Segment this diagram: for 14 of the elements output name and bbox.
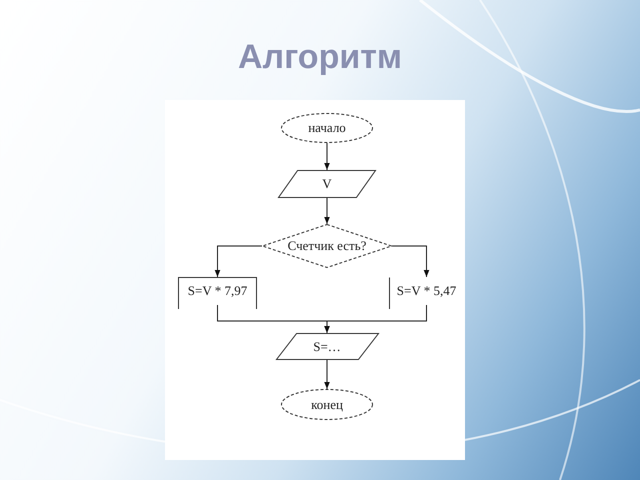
node-label: Счетчик есть?: [288, 238, 366, 254]
arrow: [324, 360, 330, 390]
node-label: начало: [308, 120, 346, 136]
node-label: S=V * 7,97: [188, 283, 248, 299]
arrow: [324, 198, 330, 224]
node-label: конец: [311, 396, 343, 412]
arrow: [324, 142, 330, 170]
node-label: S=…: [313, 338, 341, 354]
slide-title: Алгоритм: [236, 38, 404, 77]
arrow: [324, 304, 427, 334]
node-label: S=V * 5,47: [396, 283, 456, 299]
node-label: V: [322, 176, 332, 192]
arrow: [214, 246, 262, 278]
arrow: [392, 246, 430, 278]
